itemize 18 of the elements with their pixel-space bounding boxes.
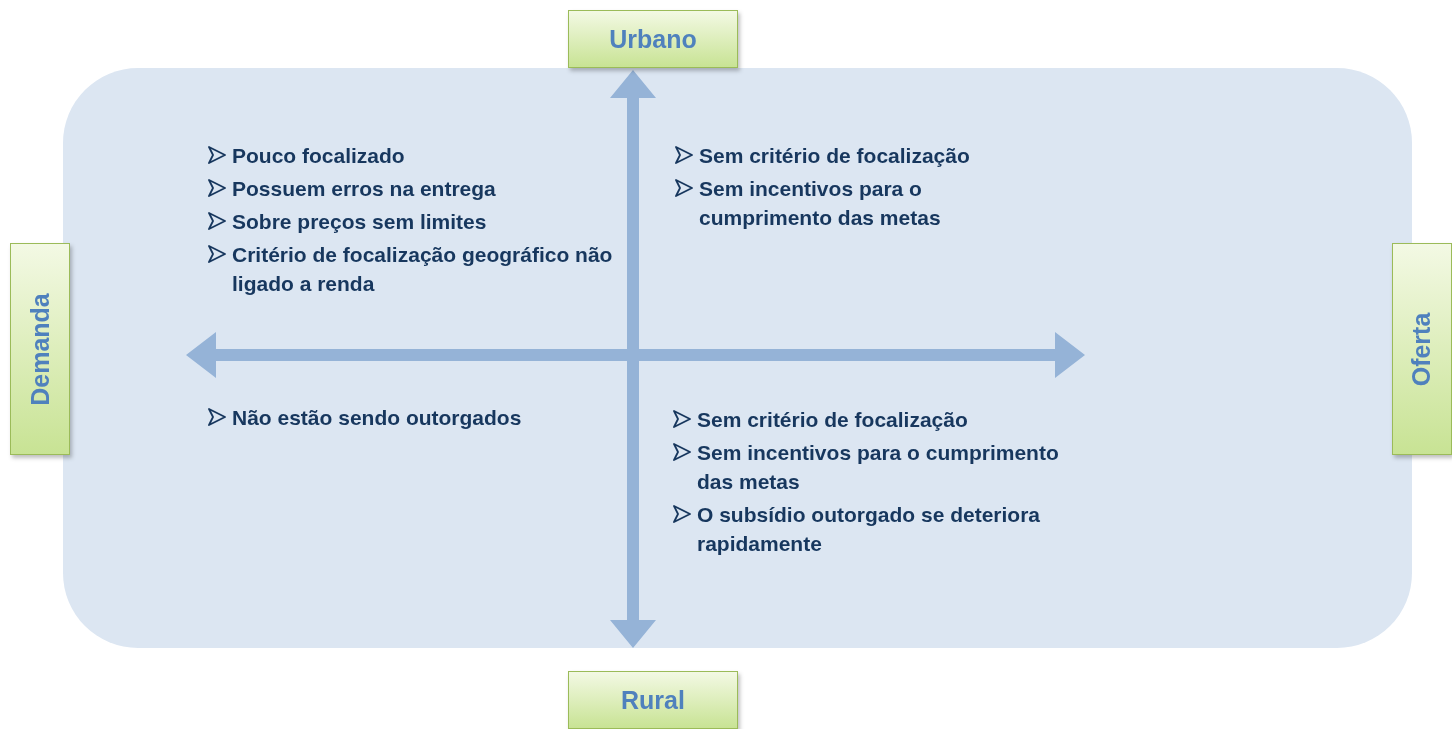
- axis-label: Urbano: [609, 24, 697, 54]
- axis-label-box: [568, 10, 738, 68]
- bullet-item: Sem critério de focalização: [699, 143, 970, 169]
- bullet-item: Critério de focalização geográfico não ligado a renda: [232, 242, 613, 297]
- bullet-item: Sem critério de focalização: [697, 407, 968, 433]
- bullet-item: Possuem erros na entrega: [232, 176, 496, 202]
- axis-label: Demanda: [25, 292, 55, 406]
- bullet-item: Sobre preços sem limites: [232, 209, 487, 235]
- axis-label: Rural: [621, 685, 685, 715]
- axis-label-box: [1392, 243, 1452, 455]
- axis-label-box: [568, 671, 738, 729]
- bullet-item: Sem incentivos para o cumprimento das metas: [697, 440, 1060, 495]
- axis-label-box: [10, 243, 70, 455]
- bullet-item: Não estão sendo outorgados: [232, 405, 522, 431]
- axis-label: Oferta: [1407, 312, 1437, 386]
- bullet-item: Pouco focalizado: [232, 143, 405, 169]
- bullet-item: Sem incentivos para o cumprimento das metas: [699, 176, 942, 231]
- bullet-item: O subsídio outorgado se deteriora rapidamente: [697, 502, 1042, 557]
